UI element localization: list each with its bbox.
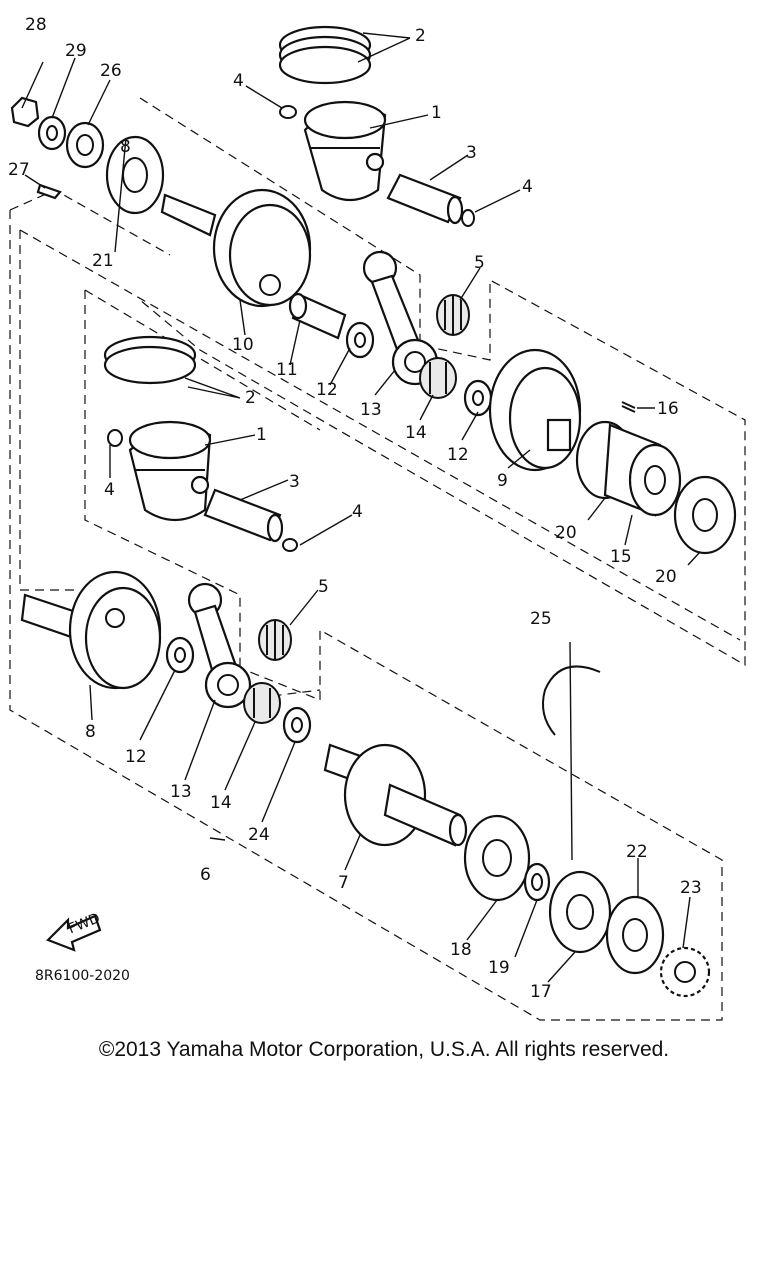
crankpin-11 [288, 292, 347, 340]
big-end-bearing-14-lower [243, 682, 281, 724]
label-4-upper-left: 4 [233, 71, 244, 91]
copyright-notice: ©2013 Yamaha Motor Corporation, U.S.A. A… [98, 1038, 670, 1061]
label-6: 6 [200, 865, 211, 885]
center-bearing-15-20 [575, 420, 737, 555]
label-23: 23 [680, 878, 702, 898]
dowel-16 [621, 401, 636, 413]
crank-wheel-9 [488, 348, 582, 472]
part-labels: 2 1 3 4 4 5 28 29 26 27 8 21 10 11 12 13… [8, 15, 702, 1002]
label-14-upper: 14 [405, 423, 427, 443]
label-24: 24 [248, 825, 270, 845]
oil-seal-22 [605, 895, 665, 975]
label-4-lower-right: 4 [352, 502, 363, 522]
lower-piston-pin [203, 488, 284, 543]
thrust-washer-12-lower [165, 636, 195, 674]
woodruff-key [36, 183, 62, 200]
label-20-right: 20 [655, 567, 677, 587]
label-22: 22 [626, 842, 648, 862]
label-2-lower: 2 [245, 388, 256, 408]
label-11: 11 [276, 360, 298, 380]
label-4-upper-right: 4 [522, 177, 533, 197]
crank-half-7 [323, 743, 468, 847]
label-28: 28 [25, 15, 47, 35]
label-26: 26 [100, 61, 122, 81]
label-4-lower-left: 4 [104, 480, 115, 500]
label-7: 7 [338, 873, 349, 893]
label-8-lower: 8 [85, 722, 96, 742]
lower-small-end-bearing [258, 619, 292, 661]
circlip-25 [542, 665, 601, 736]
upper-piston-rings [278, 25, 372, 85]
label-17: 17 [530, 982, 552, 1002]
assembly-outlines [9, 97, 746, 1021]
label-8-upper: 8 [120, 137, 131, 157]
label-9: 9 [497, 471, 508, 491]
lower-conrod [187, 582, 252, 709]
washer-24 [282, 706, 312, 744]
label-1-upper: 1 [431, 103, 442, 123]
label-15: 15 [610, 547, 632, 567]
crank-half-8 [20, 570, 162, 690]
label-27: 27 [8, 160, 30, 180]
lower-circlips [107, 429, 298, 552]
label-21: 21 [92, 251, 114, 271]
bearing-18 [463, 814, 531, 902]
upper-piston-pin [386, 173, 464, 225]
upper-circlips [279, 105, 475, 227]
gear-23 [659, 946, 711, 998]
thrust-washer-12-upper [345, 321, 375, 359]
lower-piston-rings [103, 335, 197, 385]
lower-piston [128, 420, 212, 521]
upper-piston [303, 100, 387, 201]
crankshaft-piston-exploded-diagram: 2 1 3 4 4 5 28 29 26 27 8 21 10 11 12 13… [8, 15, 746, 1021]
label-16: 16 [657, 399, 679, 419]
fwd-arrow-icon: FWD [46, 910, 102, 952]
label-5-lower: 5 [318, 577, 329, 597]
label-29: 29 [65, 41, 87, 61]
upper-bearing-21 [105, 135, 165, 215]
bearing-17 [548, 870, 612, 954]
thrust-washer-12-mid [463, 379, 493, 417]
label-5-upper: 5 [474, 253, 485, 273]
leader-lines [21, 32, 701, 983]
crank-half-10 [160, 188, 312, 308]
label-10: 10 [232, 335, 254, 355]
label-3-lower: 3 [289, 472, 300, 492]
label-12-mid: 12 [447, 445, 469, 465]
label-13-upper: 13 [360, 400, 382, 420]
label-19: 19 [488, 958, 510, 978]
label-18: 18 [450, 940, 472, 960]
label-20-left: 20 [555, 523, 577, 543]
label-14-lower: 14 [210, 793, 232, 813]
washer-19 [523, 862, 551, 902]
label-2-upper: 2 [415, 26, 426, 46]
label-25: 25 [530, 609, 552, 629]
label-12-upper: 12 [316, 380, 338, 400]
diagram-code: 8R6100-2020 [35, 968, 130, 984]
upper-small-end-bearing [436, 294, 470, 336]
label-12-lower: 12 [125, 747, 147, 767]
oil-seal-nut-washer [10, 96, 105, 169]
label-13-lower: 13 [170, 782, 192, 802]
upper-conrod [362, 250, 439, 386]
big-end-bearing-14-upper [419, 357, 457, 399]
label-3-upper: 3 [466, 143, 477, 163]
label-1-lower: 1 [256, 425, 267, 445]
